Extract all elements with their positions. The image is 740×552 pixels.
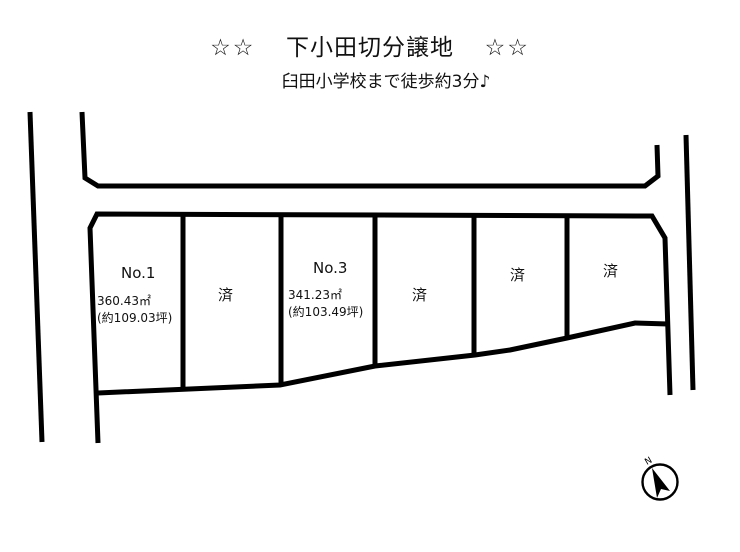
lot-2-sold-label: 済	[218, 286, 234, 304]
lot-3-area: 341.23㎡ (約103.49坪)	[288, 287, 363, 321]
north-arrow-icon: N	[641, 456, 679, 501]
lot-boundary-bottom	[97, 320, 669, 396]
page-title: ☆☆ 下小田切分譲地 ☆☆	[0, 28, 740, 62]
lot-boundary-outer	[87, 211, 673, 444]
road-edge-top	[79, 111, 661, 189]
lot-5-sold-label: 済	[510, 266, 526, 284]
lot-3-area-tsubo: (約103.49坪)	[288, 305, 364, 319]
lot-3-number: No.3	[313, 259, 348, 277]
road-edge-right	[683, 134, 696, 391]
lot-4-sold-label: 済	[412, 286, 428, 304]
road-edge-left	[27, 111, 45, 443]
lot-1-area-m2: 360.43㎡	[97, 294, 151, 308]
lot-1-area: 360.43㎡ (約109.03坪)	[97, 293, 172, 327]
subtitle: 臼田小学校まで徒歩約3分♪	[281, 72, 491, 92]
subdivision-name: 下小田切分譲地	[286, 35, 454, 61]
star-icons-left: ☆☆	[210, 35, 256, 61]
lot-1-number: No.1	[121, 264, 156, 282]
lot-6-sold-label: 済	[603, 262, 619, 280]
star-icons-right: ☆☆	[484, 35, 530, 61]
lot-1-area-tsubo: (約109.03坪)	[97, 311, 173, 325]
svg-text:N: N	[643, 456, 654, 468]
lot-3-area-m2: 341.23㎡	[288, 288, 342, 302]
